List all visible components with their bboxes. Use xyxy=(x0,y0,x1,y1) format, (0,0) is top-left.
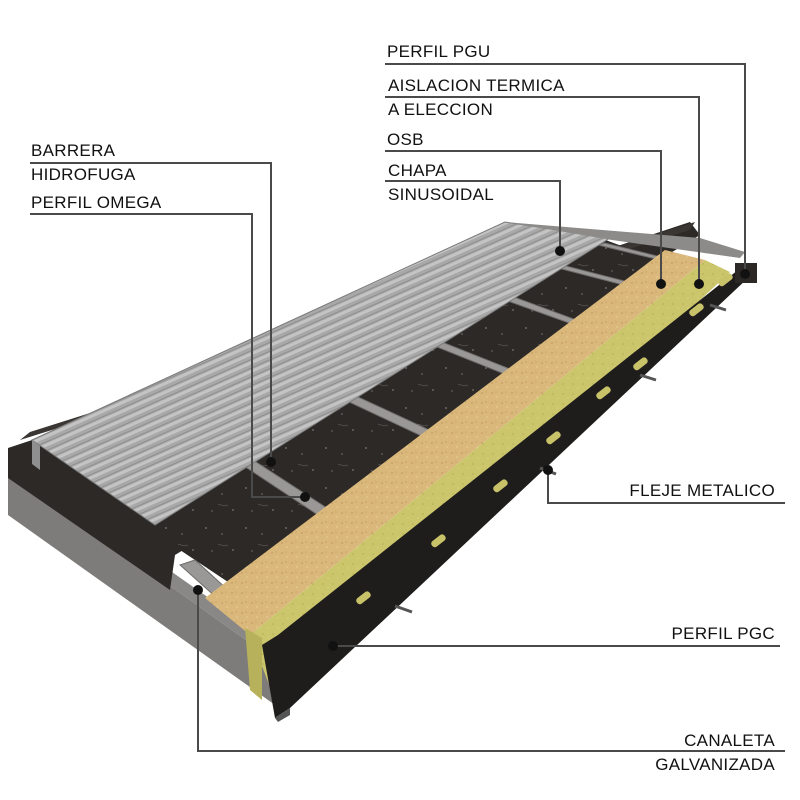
label-aislacion-line1: AISLACION TERMICA xyxy=(388,76,565,95)
label-barrera-line2: HIDROFUGA xyxy=(31,165,136,184)
label-barrera-line1: BARRERA xyxy=(31,141,116,160)
label-chapa-line2: SINUSOIDAL xyxy=(388,185,494,204)
label-perfil-pgc: PERFIL PGC xyxy=(671,624,775,643)
pgc-profile xyxy=(262,270,748,718)
water-barrier xyxy=(150,238,665,590)
gutter-body xyxy=(8,470,285,712)
label-perfil-omega: PERFIL OMEGA xyxy=(31,193,162,212)
label-chapa-line1: CHAPA xyxy=(388,161,447,180)
label-aislacion-line2: A ELECCION xyxy=(388,100,494,119)
label-osb: OSB xyxy=(387,130,424,149)
label-fleje-metalico: FLEJE METALICO xyxy=(629,481,775,500)
label-perfil-pgu: PERFIL PGU xyxy=(387,42,491,61)
pgc-holes xyxy=(356,273,733,605)
leader-dots xyxy=(193,246,750,651)
label-canaleta-line2: GALVANIZADA xyxy=(655,755,775,774)
label-canaleta-line1: CANALETA xyxy=(684,731,775,750)
leader-lines xyxy=(30,63,785,752)
osb-board xyxy=(205,250,705,635)
